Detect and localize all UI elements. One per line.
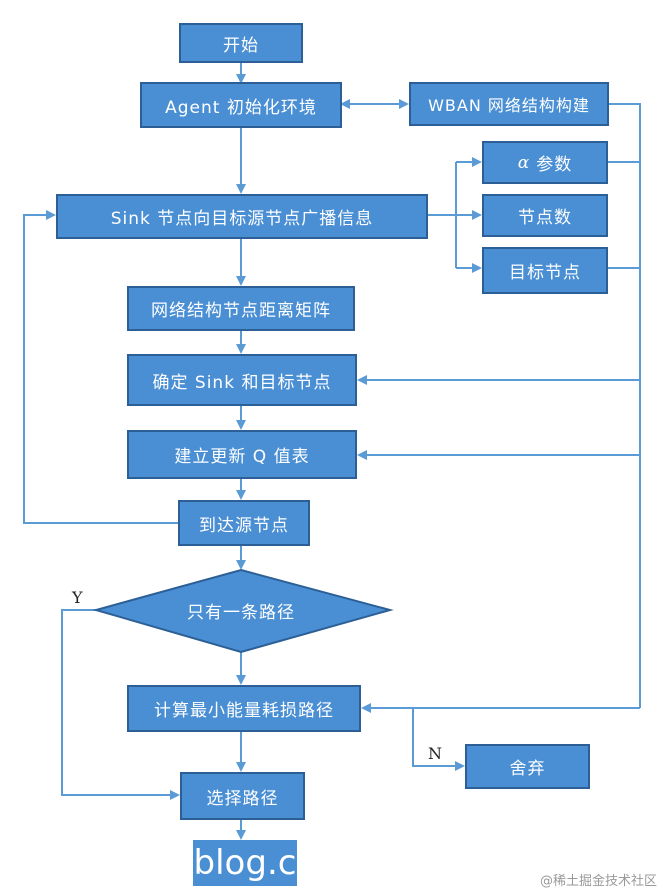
reach-source-node: 到达源节点 <box>178 500 310 546</box>
node-count-node: 节点数 <box>482 194 608 237</box>
decision-label: 只有一条路径 <box>187 602 295 623</box>
arrow-loop-back <box>23 210 178 524</box>
select-path-node: 选择路径 <box>180 772 305 820</box>
alpha-symbol: α <box>517 152 531 173</box>
alpha-param-label: 参数 <box>536 155 573 175</box>
start-node: 开始 <box>179 23 303 63</box>
yes-label: Y <box>72 588 83 607</box>
wban-build-node: WBAN 网络结构构建 <box>409 82 609 126</box>
target-node-node: 目标节点 <box>482 247 608 294</box>
calc-min-path-node: 计算最小能量耗损路径 <box>127 685 361 732</box>
connector-wban-right <box>608 103 641 708</box>
distance-matrix-node: 网络结构节点距离矩阵 <box>127 286 355 331</box>
decision-diamond <box>92 568 394 654</box>
update-q-node: 建立更新 Q 值表 <box>127 430 357 479</box>
init-env-node: Agent 初始化环境 <box>140 82 342 128</box>
no-label: N <box>428 744 442 763</box>
broadcast-node: Sink 节点向目标源节点广播信息 <box>56 194 428 239</box>
determine-sink-node: 确定 Sink 和目标节点 <box>127 354 357 406</box>
arrow-yes-branch <box>61 609 180 800</box>
end-logo: blog.c <box>193 840 297 886</box>
arrow-no-branch <box>412 708 465 771</box>
watermark: @稀土掘金技术社区 <box>539 874 657 889</box>
alpha-param-node: α 参数 <box>482 141 608 184</box>
discard-node: 舍弃 <box>465 744 590 789</box>
